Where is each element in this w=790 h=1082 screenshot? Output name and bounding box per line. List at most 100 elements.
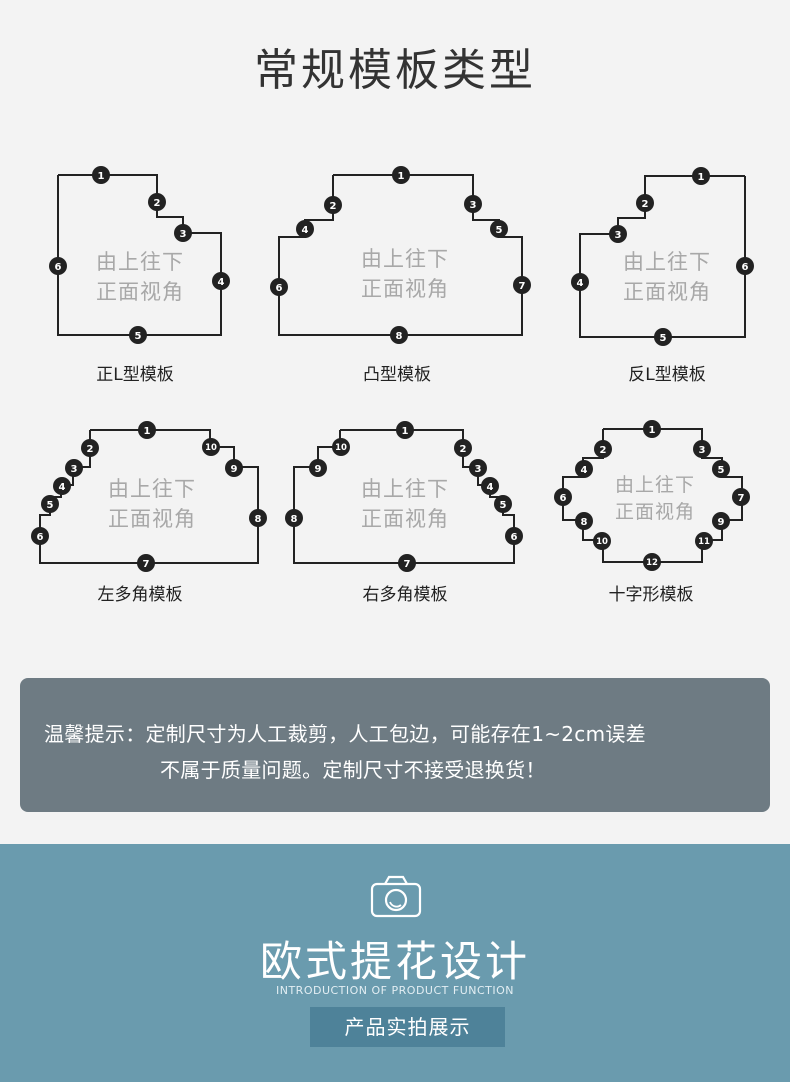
template-label: 右多角模板 [362,585,448,605]
marker: 5 [129,326,147,344]
svg-text:5: 5 [135,331,142,342]
marker: 3 [469,459,487,477]
marker: 9 [309,459,327,477]
marker: 6 [554,488,572,506]
template-label: 十字形模板 [608,585,694,605]
svg-text:7: 7 [519,281,526,292]
product-photos-button[interactable]: 产品实拍展示 [310,1007,505,1047]
svg-text:2: 2 [87,444,94,455]
marker: 4 [53,477,71,495]
marker: 12 [643,553,661,571]
template-view-note: 由上往下正面视角 [96,250,184,304]
marker: 6 [270,278,288,296]
svg-text:6: 6 [511,532,518,543]
marker: 4 [481,477,499,495]
svg-text:4: 4 [302,225,309,236]
svg-text:4: 4 [487,482,494,493]
svg-text:2: 2 [154,198,161,209]
marker: 3 [464,195,482,213]
svg-text:3: 3 [470,200,477,211]
svg-text:1: 1 [144,426,151,437]
camera-icon [370,874,422,922]
template-label: 左多角模板 [97,585,183,605]
marker: 3 [65,459,83,477]
svg-text:3: 3 [180,229,187,240]
marker: 6 [49,257,67,275]
svg-text:3: 3 [475,464,482,475]
marker: 7 [732,488,750,506]
svg-text:7: 7 [738,493,745,504]
marker: 5 [490,220,508,238]
svg-text:10: 10 [596,537,608,547]
template-reverse-l-shape-outline: 1 2 3 4 5 6 [571,167,754,346]
marker: 8 [249,509,267,527]
marker: 5 [41,495,59,513]
svg-text:4: 4 [59,482,66,493]
svg-text:8: 8 [291,514,298,525]
svg-text:3: 3 [615,230,622,241]
marker: 1 [692,167,710,185]
marker: 9 [712,512,730,530]
svg-text:6: 6 [37,532,44,543]
section-title: 常规模板类型 [254,45,536,96]
template-convex-outline: 1 2 3 4 5 6 7 8 [270,166,531,344]
svg-text:7: 7 [143,559,150,570]
svg-text:6: 6 [55,262,62,273]
svg-text:7: 7 [404,559,411,570]
template-view-note: 由上往下正面视角 [108,477,196,531]
marker: 5 [712,460,730,478]
svg-text:2: 2 [330,201,337,212]
svg-text:4: 4 [581,465,588,476]
marker: 5 [494,495,512,513]
svg-text:4: 4 [218,277,225,288]
svg-text:8: 8 [581,517,588,528]
template-view-note: 由上往下正面视角 [623,250,711,304]
marker: 1 [92,166,110,184]
feature-banner: 欧式提花设计 INTRODUCTION OF PRODUCT FUNCTION … [0,844,790,1082]
svg-text:1: 1 [398,171,405,182]
svg-text:8: 8 [255,514,262,525]
marker: 9 [225,459,243,477]
template-cross-shape-outline: 1 2 3 4 5 6 7 8 9 10 11 12 [554,420,750,571]
marker: 3 [609,225,627,243]
svg-text:6: 6 [560,493,567,504]
template-l-shape-outline: 1 2 3 4 5 6 [49,166,230,344]
marker: 2 [454,439,472,457]
marker: 2 [148,193,166,211]
notice-line-1: 温馨提示：定制尺寸为人工裁剪，人工包边，可能存在1~2cm误差 [44,722,646,746]
svg-text:1: 1 [402,426,409,437]
template-left-multi-angle-outline: 1 2 3 4 5 6 7 8 9 10 [31,421,267,572]
svg-text:2: 2 [642,199,649,210]
svg-text:11: 11 [698,537,710,547]
svg-text:5: 5 [47,500,54,511]
marker: 8 [390,326,408,344]
notice-box: 温馨提示：定制尺寸为人工裁剪，人工包边，可能存在1~2cm误差 不属于质量问题。… [20,678,770,812]
banner-subtitle: INTRODUCTION OF PRODUCT FUNCTION [275,984,514,997]
svg-text:5: 5 [660,333,667,344]
marker: 7 [398,554,416,572]
svg-text:1: 1 [698,172,705,183]
svg-text:5: 5 [718,465,725,476]
marker: 4 [571,273,589,291]
marker: 6 [31,527,49,545]
svg-text:4: 4 [577,278,584,289]
marker: 10 [332,438,350,456]
template-view-note: 由上往下正面视角 [614,474,695,523]
marker: 4 [296,220,314,238]
svg-text:9: 9 [718,517,725,528]
marker: 10 [593,532,611,550]
template-view-note: 由上往下正面视角 [361,247,449,301]
svg-text:1: 1 [98,171,105,182]
marker: 10 [202,438,220,456]
svg-text:8: 8 [396,331,403,342]
marker: 3 [693,440,711,458]
marker: 11 [695,532,713,550]
marker: 5 [654,328,672,346]
marker: 7 [513,276,531,294]
marker: 8 [575,512,593,530]
banner-title: 欧式提花设计 [259,937,530,986]
marker: 4 [575,460,593,478]
svg-text:2: 2 [600,445,607,456]
svg-text:5: 5 [500,500,507,511]
template-label: 反L型模板 [628,365,706,385]
